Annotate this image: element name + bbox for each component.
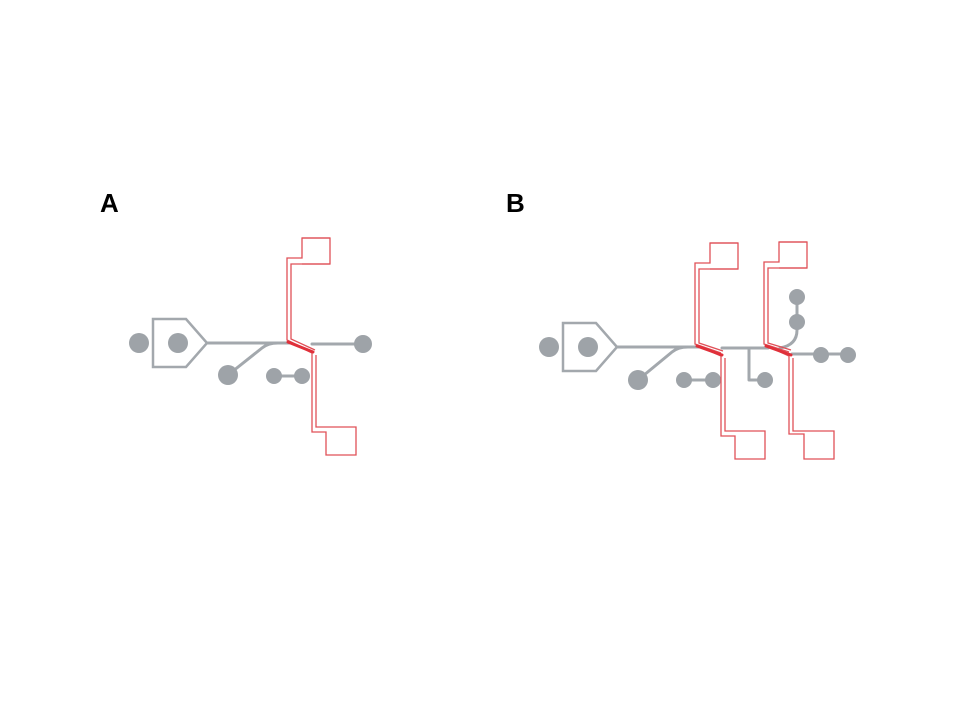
outlet-port-right <box>840 347 856 363</box>
electrode-2-top-lead-inner <box>767 267 807 351</box>
inlet-port-inner <box>168 333 188 353</box>
electrode-1-top-lead <box>694 242 738 354</box>
auxiliary-port-left <box>676 372 692 388</box>
outlet-port-left <box>813 347 829 363</box>
outlet-port <box>354 335 372 353</box>
side-channel <box>636 345 702 382</box>
electrode-bottom-lead <box>289 341 357 456</box>
auxiliary-port-right <box>705 372 721 388</box>
panel-label-b: B <box>506 188 525 218</box>
device-a <box>129 237 372 456</box>
inlet-port-outer <box>539 337 559 357</box>
branch-port-down <box>757 372 773 388</box>
branch-port-up-lower <box>789 314 805 330</box>
electrode-1-bottom-lead <box>697 345 766 460</box>
inlet-chamber <box>151 317 209 369</box>
inlet-port-outer <box>129 333 149 353</box>
side-inlet-port <box>628 370 648 390</box>
electrode-top-lead <box>286 237 330 353</box>
auxiliary-port-left <box>266 368 282 384</box>
electrode-1-gap-highlight <box>695 344 724 357</box>
electrode-1-top-pad <box>710 242 739 270</box>
electrode-2-top-pad <box>779 241 808 269</box>
auxiliary-port-right <box>294 368 310 384</box>
electrode-2-gap-highlight <box>764 344 793 357</box>
electrode-gap-highlight <box>286 340 315 354</box>
side-inlet-port <box>218 365 238 385</box>
side-channel <box>226 341 292 377</box>
electrode-1-top-lead-inner <box>698 268 738 352</box>
inlet-port-inner <box>578 337 598 357</box>
electrode-2-bottom-lead <box>766 345 835 460</box>
electrode-top-pad <box>302 237 331 265</box>
branch-port-up-upper <box>789 289 805 305</box>
panel-label-a: A <box>100 188 119 218</box>
device-b <box>539 241 856 460</box>
electrode-top-lead-inner <box>290 263 330 351</box>
inlet-chamber <box>561 321 619 373</box>
